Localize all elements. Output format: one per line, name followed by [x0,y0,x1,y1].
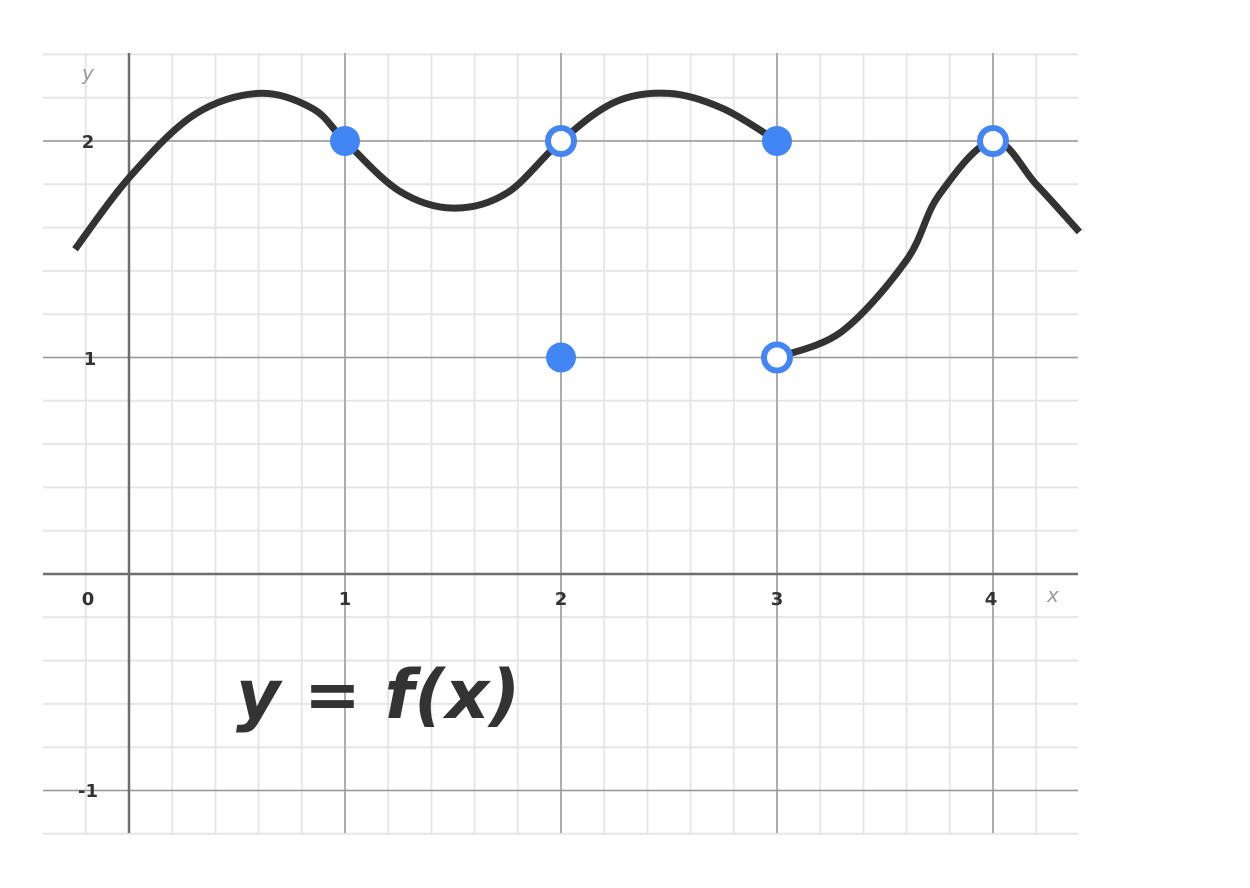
closed-point-marker [330,126,360,156]
curve-segment-1 [72,89,779,252]
curve-segment-2 [775,137,1082,361]
y-tick-neg1: -1 [78,781,98,802]
y-tick-2: 2 [82,132,95,153]
x-tick-1: 1 [339,589,352,610]
y-tick-1: 1 [84,349,97,370]
open-point-marker [545,125,577,157]
point-markers [330,125,1009,374]
x-tick-0: 0 [82,589,95,610]
function-curve [72,89,1082,361]
x-tick-2: 2 [555,589,568,610]
major-grid [43,53,1078,833]
closed-point-marker [762,126,792,156]
closed-point-marker [546,342,576,373]
open-point-marker [761,341,793,374]
open-point-marker [977,125,1009,157]
function-formula: y = f(x) [236,656,520,735]
x-tick-4: 4 [985,589,998,610]
x-axis-label: x [1046,583,1059,607]
y-axis-label: y [81,61,95,85]
x-tick-3: 3 [771,589,784,610]
